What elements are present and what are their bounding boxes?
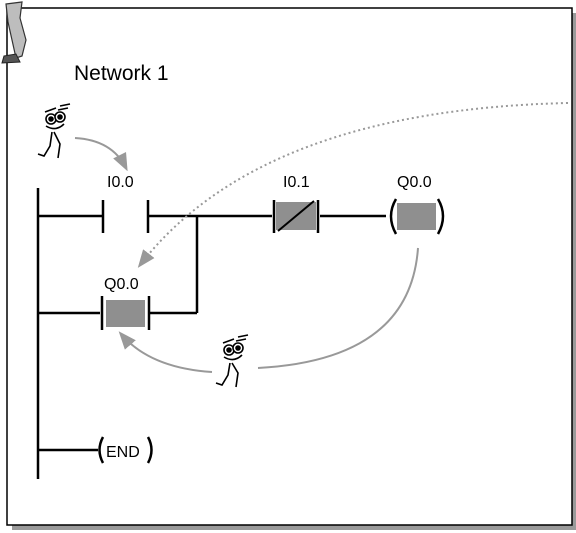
end-coil-label: END — [106, 444, 140, 461]
rung-1-wires — [38, 214, 386, 313]
flow-arrow-dotted — [137, 102, 569, 268]
walking-figure-icon — [215, 334, 249, 388]
network-frame — [6, 7, 576, 530]
network-title: Network 1 — [74, 62, 169, 85]
contact-i0-1 — [272, 200, 320, 233]
flow-arrow-coil-right — [257, 247, 419, 369]
coil-q0-0-label: Q0.0 — [397, 174, 432, 191]
flow-arrow-to-holding — [118, 331, 213, 373]
pipe-figure-icon — [1, 1, 27, 64]
end-coil — [98, 436, 153, 464]
contact-i0-0-label: I0.0 — [107, 174, 134, 191]
contact-i0-0 — [101, 200, 150, 233]
contact-i0-1-label: I0.1 — [283, 174, 310, 191]
flow-arrow-to-i0-0 — [74, 137, 128, 172]
contact-q0-0-label: Q0.0 — [104, 276, 139, 293]
coil-q0-0 — [389, 198, 445, 235]
walking-figure-icon — [37, 103, 71, 159]
contact-q0-0-holding — [100, 296, 151, 330]
